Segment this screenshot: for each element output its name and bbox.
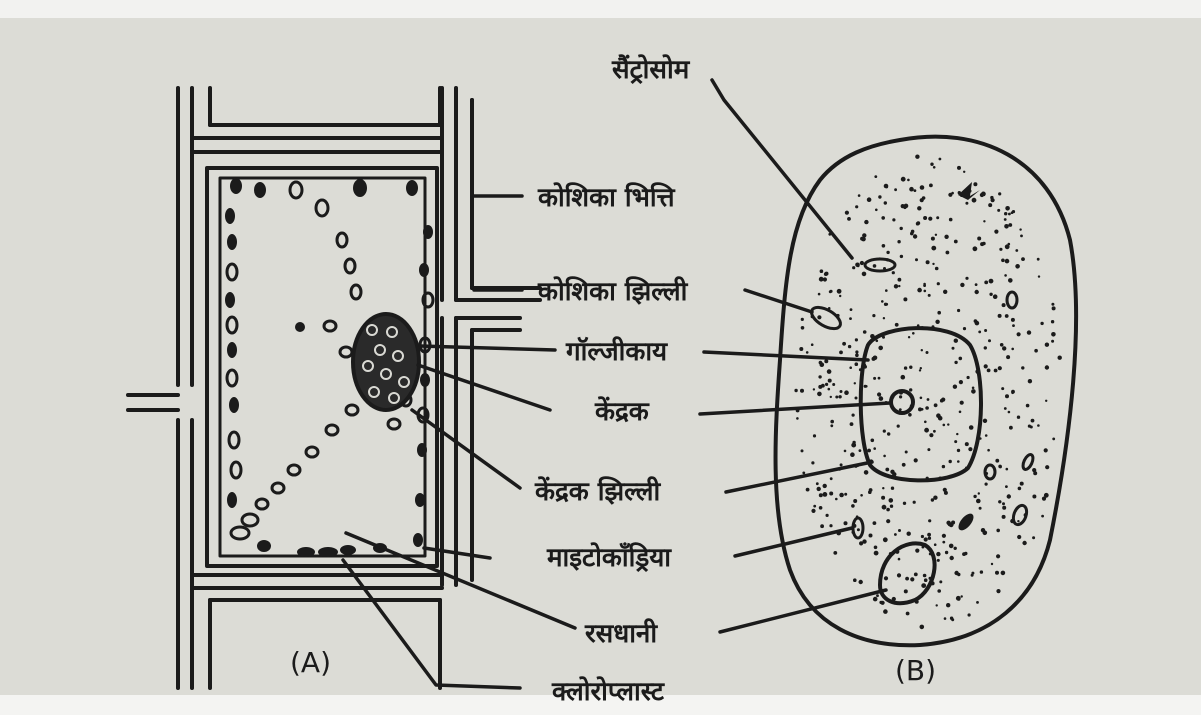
label-centrosome: सैंट्रोसोम: [611, 54, 691, 85]
label-cell-wall: कोशिका भित्ति: [537, 182, 676, 213]
label-cell-membrane: कोशिका झिल्ली: [537, 276, 689, 307]
top-margin: [0, 0, 1201, 18]
label-mitochondria: माइटोकॉंड्रिया: [546, 542, 672, 573]
caption-animal-cell: (B): [895, 654, 936, 687]
label-chloroplast: क्लोरोप्लास्ट: [551, 676, 665, 707]
label-nucleus: केंद्रक: [594, 396, 650, 427]
caption-plant-cell: (A): [290, 646, 331, 679]
plant-nucleus: [353, 314, 419, 410]
label-vacuole: रसधानी: [584, 618, 658, 649]
label-nuclear-membrane: केंद्रक झिल्ली: [534, 476, 662, 507]
label-golgi-body: गॉल्जीकाय: [565, 336, 668, 367]
